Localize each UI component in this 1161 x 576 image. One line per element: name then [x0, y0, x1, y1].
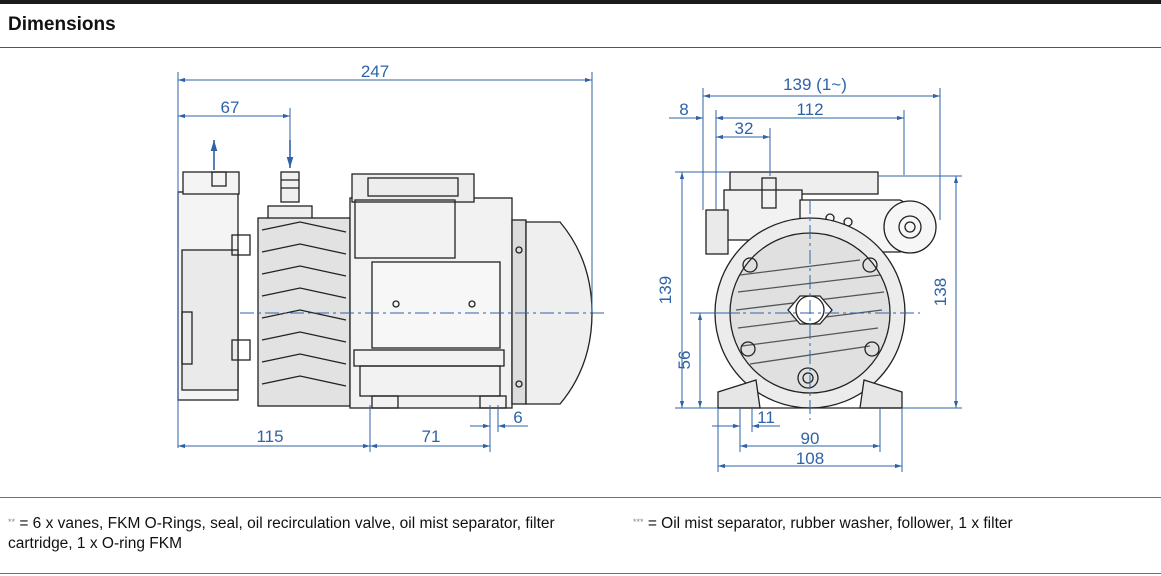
dim-height-body: 138 [931, 278, 950, 306]
side-view-dimensions [177, 72, 593, 452]
dim-slot: 11 [757, 408, 775, 427]
page-title: Dimensions [8, 14, 116, 35]
side-view [177, 171, 593, 409]
dim-height-total: 139 [656, 276, 675, 304]
dim-overall-width: 139 (1~) [783, 75, 847, 94]
footnote-two-marker: *** [633, 517, 644, 527]
dim-base-width: 108 [796, 449, 824, 468]
footnote-two-text: = Oil mist separator, rubber washer, fol… [647, 515, 1013, 532]
dim-hole-spacing: 90 [801, 429, 820, 448]
dim-port-offset: 32 [735, 119, 754, 138]
footnotes: ** = 6 x vanes, FKM O-Rings, seal, oil r… [8, 514, 1148, 554]
footnote-one-marker: ** [8, 517, 16, 527]
dim-offset-left: 8 [679, 100, 688, 119]
footnote-top-rule [0, 497, 1161, 498]
footnote-one-text: = 6 x vanes, FKM O-Rings, seal, oil reci… [19, 515, 555, 532]
dim-overall-length: 247 [361, 62, 389, 81]
dim-pump-section: 115 [256, 427, 283, 446]
dim-inlet-offset: 67 [221, 98, 240, 117]
dim-axis-height: 56 [675, 351, 694, 370]
top-border [0, 0, 1161, 4]
footnote-one: ** = 6 x vanes, FKM O-Rings, seal, oil r… [8, 514, 1148, 554]
front-view [705, 171, 937, 409]
title-divider [0, 47, 1161, 48]
dim-body-width: 112 [796, 100, 823, 119]
footnote-one-continuation: cartridge, 1 x O-ring FKM [8, 535, 182, 552]
footnote-two: *** = Oil mist separator, rubber washer,… [633, 514, 1013, 534]
dim-foot-width: 6 [513, 408, 522, 427]
technical-drawing: 247 67 115 71 6 [177, 62, 962, 472]
footnote-bottom-rule [0, 573, 1161, 574]
dim-foot-spacing: 71 [422, 427, 441, 446]
front-view-dimensions [669, 88, 962, 472]
